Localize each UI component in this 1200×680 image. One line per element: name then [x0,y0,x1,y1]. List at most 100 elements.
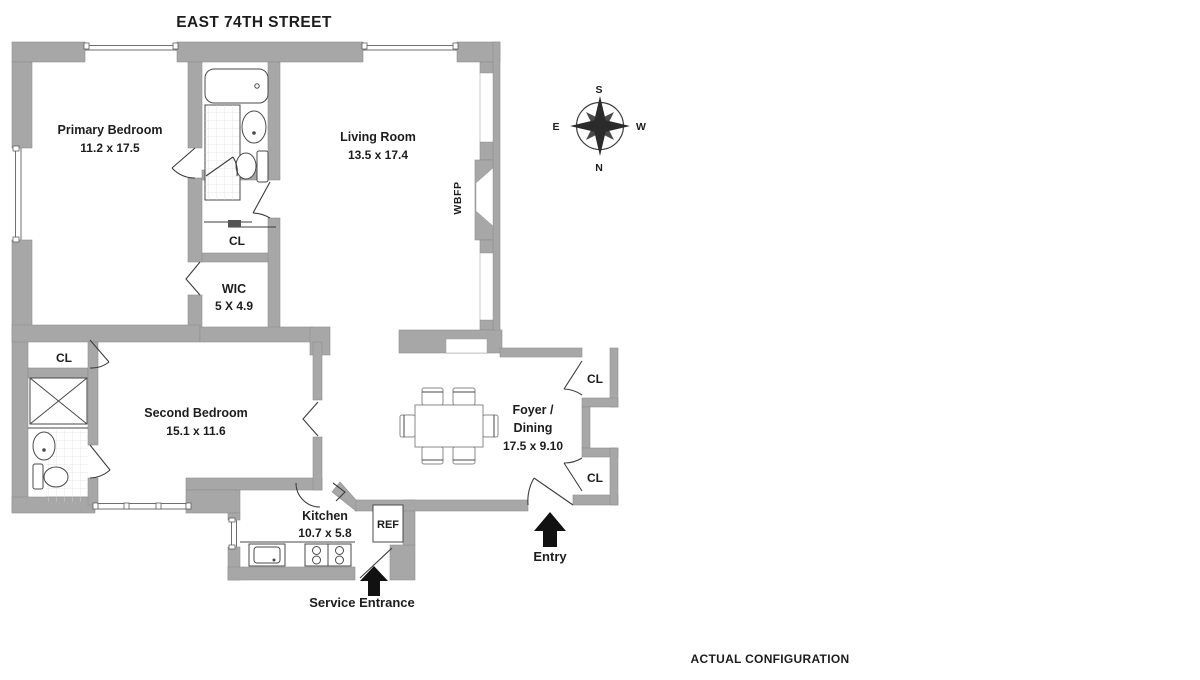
primary-bathroom [204,68,269,201]
wall-segment [267,217,281,331]
kitchen-foyer-doorway [332,482,346,502]
wall-segment [27,367,89,379]
second-bedroom-dims: 15.1 x 11.6 [166,424,226,438]
wall-segment [187,177,203,263]
wall-segment [581,397,619,408]
toilet-bowl [43,466,69,488]
wall-segment [185,489,241,514]
window-left-wall [12,145,22,243]
living-room-label: Living Room [340,130,416,144]
dining-chair [421,446,444,465]
entry-door-leaf [533,477,574,506]
dining-chair [452,387,476,406]
window-kitchen [228,517,237,550]
living-room-dims: 13.5 x 17.4 [348,148,408,162]
burner [335,555,344,565]
upper-closet-door-leaf [563,360,583,390]
wic-closet [185,261,201,296]
wic-label: WIC [222,282,246,296]
hall-closet [204,220,276,228]
wall-recesses [445,72,494,354]
primary-bedroom-door-arc [171,167,196,179]
wall-segment [11,324,201,343]
toilet-tank [256,150,269,183]
toilet-bowl [235,152,257,180]
wall-segment [87,341,99,446]
living-room-door-arc [252,212,271,219]
bathroom-sink [241,110,267,144]
sink-drain [272,558,276,562]
second-bedroom-doorway [302,401,319,437]
wall-niche [479,252,494,321]
kitchen-door-arc [295,482,321,508]
foyer-label-line1: Foyer / [513,403,555,417]
second-bedroom-label: Second Bedroom [144,406,248,420]
primary-bedroom-label: Primary Bedroom [58,123,163,137]
wall-segment [389,544,416,581]
upper-closet-door-arc [563,388,583,396]
tub-drain [254,83,260,89]
wall-segment [11,61,33,149]
wall-niche [445,338,488,354]
dining-table [414,404,484,448]
bath-closet-door-leaf [89,339,110,363]
wall-segment [267,61,281,181]
wall-segment [11,41,86,63]
primary-bedroom-door-leaf [171,147,196,169]
service-entrance-arrow [360,566,388,596]
bathroom-door-arc [232,156,238,177]
foyer-closet-doors [527,360,583,506]
wall-segment [479,141,494,161]
window-top-left [83,42,179,51]
wall-segment [187,61,203,149]
window-top-right [361,42,459,51]
kitchen-label: Kitchen [302,509,348,523]
dining-chair [399,414,416,438]
wall-segment [185,477,323,491]
tile-floor-grid [205,105,240,200]
service-entrance-label: Service Entrance [309,595,415,610]
wall-segment [312,436,323,491]
hall-closet-label: CL [229,234,245,248]
shower-cross-b [29,377,88,425]
wall-segment [499,347,583,358]
compass-star-main [570,96,630,156]
hall-doors [171,147,271,219]
wall-segment [492,41,501,346]
wall-segment [11,329,29,513]
sink-drain [252,131,256,135]
refrigerator [372,504,404,543]
compass-rose: S E W N [552,84,646,174]
sliding-door-handle [228,220,241,227]
wall-segment [87,477,99,506]
bathroom-door-leaf [205,156,234,177]
wall-segment [199,326,314,343]
foyer-label-line2: Dining [514,421,553,435]
wall-segment [479,319,494,331]
foyer-lower-closet-label: CL [587,471,603,485]
second-bath-door-leaf [89,444,111,471]
fireplace-firebox [475,167,494,227]
living-room-door-leaf [252,181,271,214]
room-labels: Primary Bedroom 11.2 x 17.5 Living Room … [56,123,603,610]
wall-segment [176,41,364,63]
entry-arrow [534,512,566,547]
compass-west-label: W [636,121,646,133]
foyer-upper-closet-label: CL [587,372,603,386]
wall-segment [331,481,357,512]
foyer-dims: 17.5 x 9.10 [503,439,563,453]
lower-closet-door-arc [563,457,583,464]
wall-segment [201,252,269,263]
entry-label: Entry [533,549,567,564]
wic-dims: 5 X 4.9 [215,299,253,313]
service-door-leaf [359,547,393,579]
primary-bedroom-dims: 11.2 x 17.5 [80,141,140,155]
dining-chair [482,414,499,438]
configuration-note: ACTUAL CONFIGURATION [691,652,850,666]
compass-east-label: E [552,121,559,133]
entry-door-arc [527,477,535,506]
wall-segment [479,239,494,254]
second-bath-door-arc [89,469,111,479]
